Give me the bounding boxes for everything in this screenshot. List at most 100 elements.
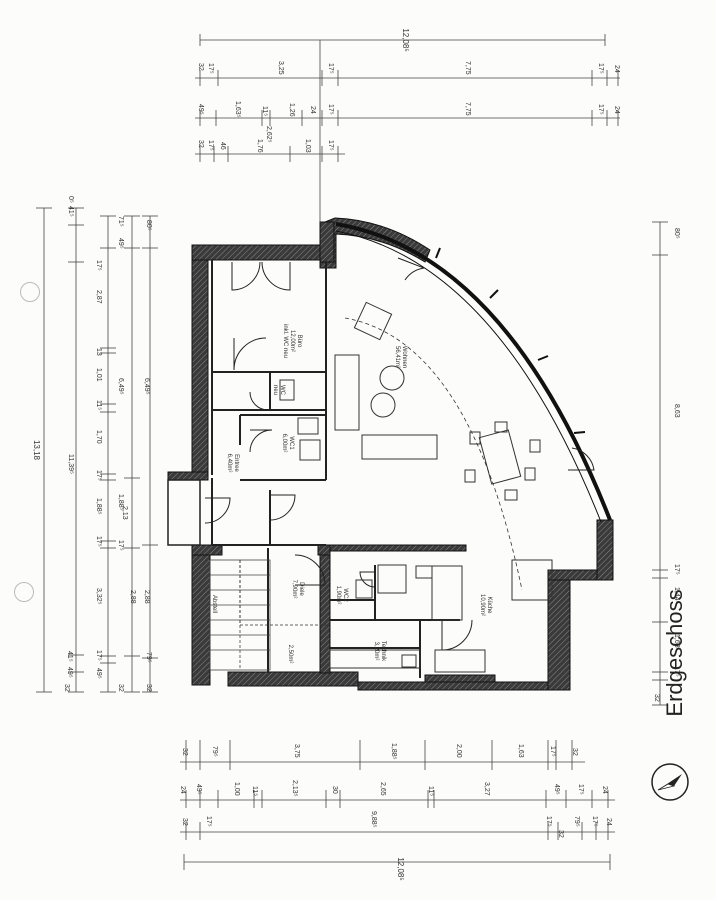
dim-label: 24 (613, 65, 620, 73)
dim-label: 24 (613, 106, 620, 114)
room-area: 10,90m² (479, 593, 485, 616)
dashed-radius-arc (344, 317, 523, 591)
room-name: Entree (233, 454, 239, 472)
bottom-dimension-lines (180, 740, 615, 870)
curved-facade (335, 222, 612, 523)
dim-label: 2,62⁵ (265, 126, 272, 143)
side-table (379, 365, 405, 391)
room-label-wc2: WC2 1,90m² (334, 580, 348, 610)
walls (167, 217, 614, 691)
dim-label: 49⁵ (95, 668, 102, 679)
room-label-wc1: WC1 6,00m² (280, 426, 294, 460)
dim-label: 17⁵ (95, 536, 102, 547)
room-name: WC1 (288, 436, 294, 450)
dim-label: 2,13 (121, 506, 128, 520)
dim-label: 11⁵ (261, 106, 268, 117)
room-label-entree: Entree 6,40m² (225, 445, 239, 481)
dim-label: 79⁵ (573, 816, 580, 827)
dim-label: 32 (181, 748, 188, 756)
room-label-wc: WC neu (271, 377, 285, 403)
dim-label: 30 (331, 786, 338, 794)
dim-label: 24 (601, 786, 608, 794)
punch-hole (20, 282, 40, 302)
dim-label: 1,26 (288, 103, 295, 117)
dim-label: 17⁵ (545, 816, 552, 827)
right-dimension-lines (652, 221, 668, 706)
left-dimension-lines (36, 207, 158, 693)
room-area: 2,50m² (287, 644, 293, 664)
room-area: 12,00m² (289, 329, 295, 352)
dim-label: 17⁵ (95, 260, 102, 271)
doors (204, 257, 595, 651)
top-dimension-lines (195, 34, 620, 222)
dim-label: 24 (605, 818, 612, 826)
room-label-technik: Technik 3,20m² (372, 632, 386, 670)
dim-label: 32 (197, 63, 204, 71)
dim-label: 0⁵ (67, 196, 74, 203)
dim-label: 17⁵ (205, 816, 212, 827)
dim-label: 1,03 (304, 139, 311, 153)
dim-label: 17⁵ (95, 470, 102, 481)
room-area: 1,90m² (335, 585, 341, 605)
dim-label: 11⁵ (427, 786, 434, 797)
dim-label: 11⁵ (95, 400, 102, 411)
room-area: 3,20m² (373, 641, 379, 661)
dim-label: 32 (117, 684, 124, 692)
entrance-niche (167, 479, 201, 546)
dim-label: 17⁵ (597, 63, 604, 74)
dim-label: 1,88⁵ (95, 498, 102, 515)
furniture (279, 301, 553, 673)
dim-label: 1,70 (95, 430, 102, 444)
room-name: Technik (380, 640, 386, 662)
dim-label: 32 (571, 748, 578, 756)
room-label-diele: Diele 7,90m² (290, 572, 304, 606)
dim-label: 7,75 (464, 102, 471, 116)
wc2-toilet (355, 579, 373, 599)
dim-label: 3,32⁵ (95, 588, 102, 605)
dining-table (478, 429, 522, 485)
dim-label: 17⁵ (327, 104, 334, 115)
dim-label: 13 (95, 348, 102, 356)
dim-top-total: 12,08⁵ (401, 28, 410, 52)
dim-label: 17⁵ (117, 540, 124, 551)
room-label-wohnen: Wohnen 56,41m² (393, 335, 407, 379)
dim-label: 1,01 (95, 368, 102, 382)
dim-label: 32 (145, 684, 152, 692)
kitchen-counter-right (434, 649, 486, 673)
dim-label: 9,88⁵ (370, 811, 377, 828)
room-area: 6,40m² (226, 453, 232, 473)
wc-toilet (279, 379, 295, 401)
compass-north-arrow-icon (651, 763, 689, 801)
room-area: 6,00m² (281, 433, 287, 453)
kitchen-counter-bottom (329, 649, 421, 669)
room-label-buero: Büro 12,00m² inkl. WC neu (280, 314, 302, 368)
dim-label: 1,88⁵ (390, 743, 397, 760)
room-name: Wohnen (401, 345, 407, 369)
dim-label: 11,39⁵ (67, 454, 74, 474)
interior-walls (211, 260, 460, 678)
dim-label: 32 (197, 140, 204, 148)
dim-label: 1,76 (256, 139, 263, 153)
punch-hole (14, 582, 34, 602)
dim-label: 17⁵ (207, 140, 214, 151)
dim-label: 8,63 (673, 404, 680, 418)
armchair (353, 301, 393, 341)
dim-label: 17⁵ (327, 63, 334, 74)
dim-label: 2,00 (455, 744, 462, 758)
dim-label: 17⁵ (95, 650, 102, 661)
sofa-right (334, 354, 360, 431)
dim-label: 1,63⁵ (234, 101, 241, 118)
dim-label: 2,88 (143, 590, 150, 604)
dim-label: 79⁵ (211, 746, 218, 757)
room-note: neu (272, 384, 278, 395)
room-name: WC (279, 385, 285, 395)
room-label-kueche: Küche 10,90m² (478, 585, 492, 625)
room-label-abstell: Abstell (209, 589, 217, 619)
drawing-title: Erdgeschoss (662, 589, 687, 717)
dim-label: 3,25 (277, 61, 284, 75)
dim-label: 24 (309, 106, 316, 114)
dim-label: 17⁵ (597, 104, 604, 115)
sink (401, 654, 417, 668)
dim-label: 3,27 (483, 782, 490, 796)
